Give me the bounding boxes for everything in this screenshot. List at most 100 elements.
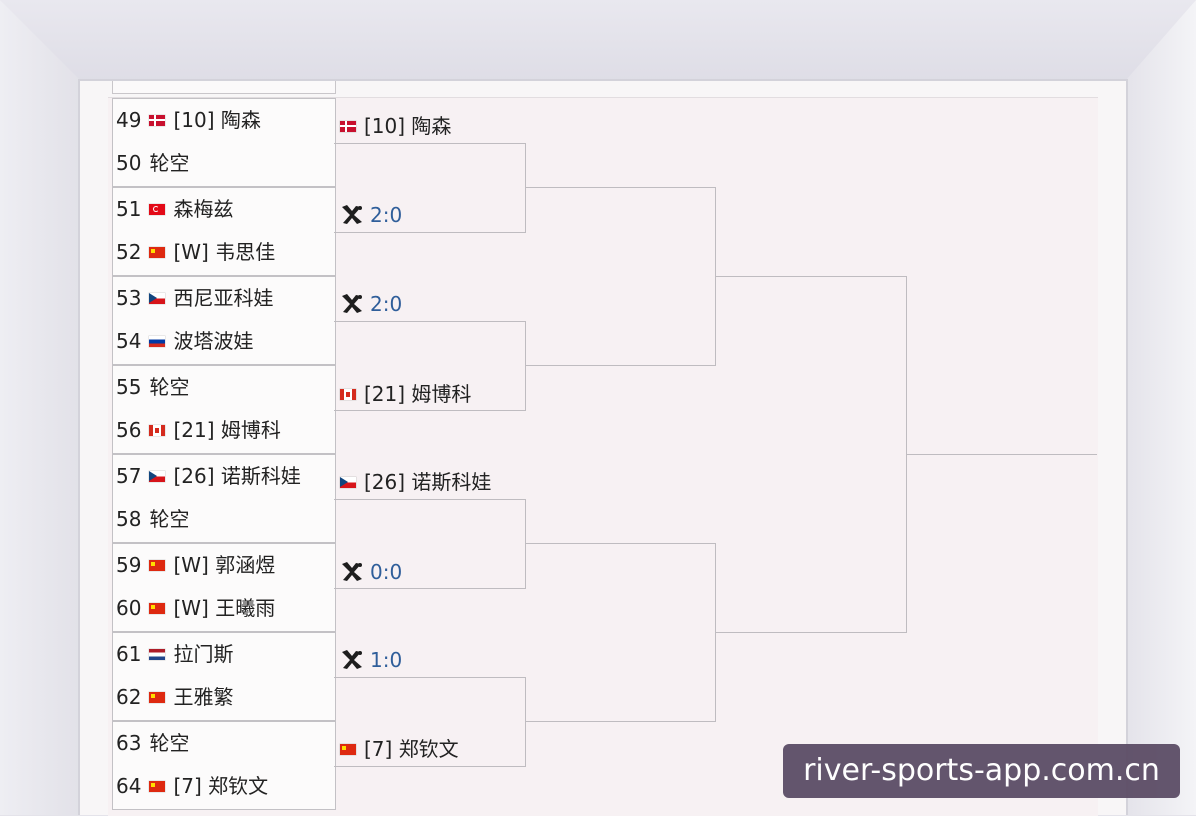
- flag-ca-icon: [340, 388, 356, 400]
- player-name: 森梅兹: [173, 197, 234, 221]
- bracket-line: [334, 143, 526, 144]
- bracket-line: [525, 677, 526, 767]
- flag-cn-icon: [149, 780, 166, 792]
- score-text: 2:0: [370, 203, 403, 227]
- draw-entry[interactable]: 51 森梅兹: [116, 195, 233, 223]
- draw-entry[interactable]: 49 [10] 陶森: [116, 106, 261, 134]
- flag-cz-icon: [340, 476, 356, 488]
- draw-position: 52: [116, 240, 142, 264]
- draw-entry[interactable]: 59[W] 郭涵煜: [116, 551, 275, 579]
- score-text: 1:0: [370, 648, 403, 672]
- draw-position: 59: [116, 553, 142, 577]
- draw-position: 62: [116, 685, 142, 709]
- draw-position: 51: [116, 197, 142, 221]
- crossed-rackets-icon: [340, 293, 364, 315]
- draw-position: 49: [116, 108, 142, 132]
- frame-edge: [1126, 80, 1128, 815]
- watermark: river-sports-app.com.cn: [783, 744, 1180, 798]
- second-round-player[interactable]: [7] 郑钦文: [340, 734, 459, 764]
- draw-position: 61: [116, 642, 142, 666]
- flag-cn-icon: [340, 743, 356, 755]
- flag-cn-icon: [149, 559, 166, 571]
- draw-position: 55: [116, 375, 142, 399]
- frame-edge: [78, 79, 1128, 81]
- player-name: [26] 诺斯科娃: [173, 464, 301, 488]
- flag-ru-icon: [149, 335, 166, 347]
- match-score[interactable]: 2:0: [340, 289, 402, 319]
- score-text: 0:0: [370, 560, 403, 584]
- match-box[interactable]: [112, 187, 336, 276]
- bracket-line: [906, 276, 907, 633]
- bracket-line: [525, 321, 526, 411]
- player-name: 轮空: [149, 375, 190, 399]
- match-box[interactable]: [112, 276, 336, 365]
- player-name: 轮空: [149, 731, 190, 755]
- draw-position: 64: [116, 774, 142, 798]
- bracket-line: [526, 543, 716, 544]
- bracket-line: [334, 410, 526, 411]
- player-name: [26] 诺斯科娃: [364, 470, 492, 494]
- draw-entry[interactable]: 60 [W] 王曦雨: [116, 594, 275, 622]
- crossed-rackets-icon: [340, 561, 364, 583]
- draw-position: 60: [116, 596, 142, 620]
- player-name: 轮空: [149, 507, 190, 531]
- bracket-line: [715, 543, 716, 722]
- draw-position: 57: [116, 464, 142, 488]
- player-name: 王雅繁: [173, 685, 234, 709]
- bracket-line: [334, 499, 526, 500]
- player-name: 轮空: [149, 151, 190, 175]
- player-name: 拉门斯: [173, 642, 234, 666]
- draw-entry[interactable]: 57 [26] 诺斯科娃: [116, 462, 301, 490]
- draw-entry[interactable]: 55 轮空: [116, 373, 189, 401]
- player-name: [W] 王曦雨: [173, 596, 276, 620]
- draw-entry[interactable]: 64 [7] 郑钦文: [116, 772, 268, 800]
- player-name: [21] 姆博科: [364, 382, 472, 406]
- player-name: [21] 姆博科: [173, 418, 281, 442]
- draw-entry[interactable]: 56[21] 姆博科: [116, 416, 281, 444]
- second-round-player[interactable]: [21] 姆博科: [340, 379, 471, 409]
- bracket-line: [525, 499, 526, 589]
- crossed-rackets-icon: [340, 204, 364, 226]
- flag-tr-icon: [149, 203, 166, 215]
- bracket-line: [334, 588, 526, 589]
- bracket-line: [334, 677, 526, 678]
- match-score[interactable]: 0:0: [340, 557, 402, 587]
- bracket-line: [716, 632, 907, 633]
- frame-right: [1126, 0, 1196, 815]
- draw-entry[interactable]: 61 拉门斯: [116, 640, 233, 668]
- flag-cz-icon: [149, 470, 166, 482]
- bracket-line: [526, 721, 716, 722]
- bracket-line: [526, 187, 716, 188]
- bracket-line: [715, 187, 716, 366]
- flag-ca-icon: [149, 424, 166, 436]
- draw-position: 50: [116, 151, 142, 175]
- draw-entry[interactable]: 50 轮空: [116, 149, 189, 177]
- draw-entry[interactable]: 62 王雅繁: [116, 683, 233, 711]
- match-box[interactable]: [112, 365, 336, 454]
- player-name: [10] 陶森: [173, 108, 261, 132]
- flag-cn-icon: [149, 691, 166, 703]
- player-name: [10] 陶森: [364, 114, 452, 138]
- flag-nl-icon: [149, 648, 166, 660]
- frame-edge: [78, 80, 80, 815]
- match-score[interactable]: 1:0: [340, 645, 402, 675]
- crossed-rackets-icon: [340, 649, 364, 671]
- match-box[interactable]: [112, 543, 336, 632]
- flag-cn-icon: [149, 246, 166, 258]
- match-box[interactable]: [112, 454, 336, 543]
- second-round-player[interactable]: [26] 诺斯科娃: [340, 467, 491, 497]
- draw-entry[interactable]: 52[W] 韦思佳: [116, 238, 275, 266]
- match-box[interactable]: [112, 632, 336, 721]
- match-box[interactable]: [112, 721, 336, 810]
- previous-match-box: [112, 81, 336, 94]
- second-round-player[interactable]: [10] 陶森: [340, 111, 451, 141]
- player-name: [7] 郑钦文: [173, 774, 269, 798]
- score-text: 2:0: [370, 292, 403, 316]
- match-box[interactable]: [112, 98, 336, 187]
- match-score[interactable]: 2:0: [340, 200, 402, 230]
- flag-dk-icon: [340, 120, 356, 132]
